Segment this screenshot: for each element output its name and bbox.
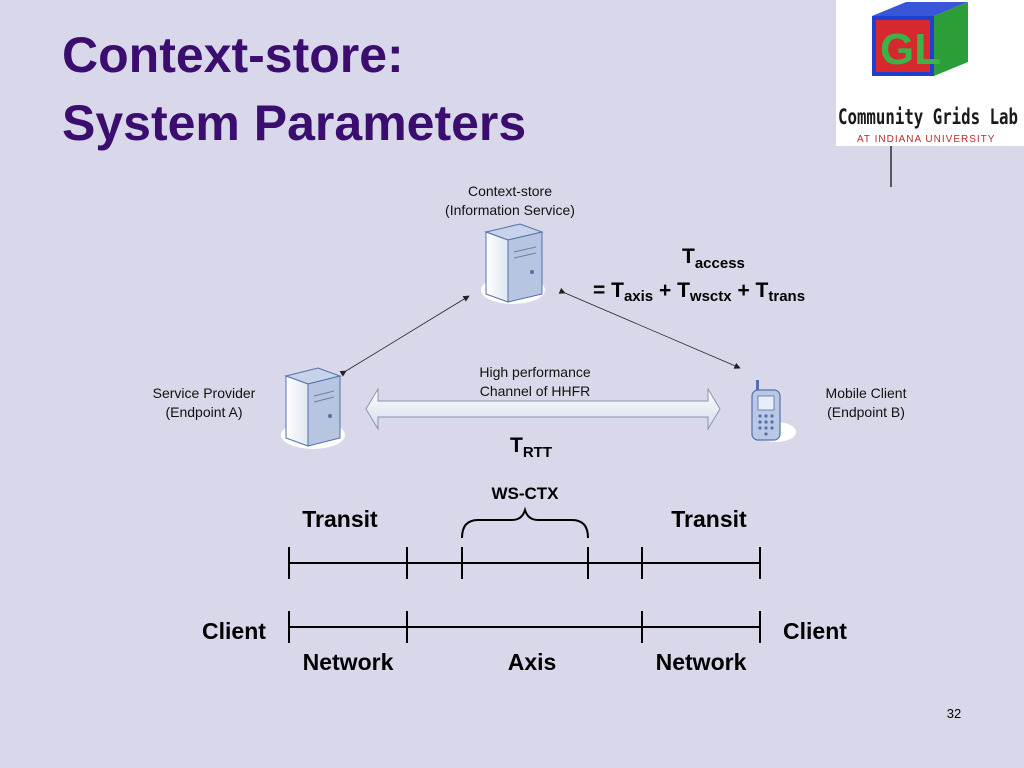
mobile-phone-icon	[751, 380, 796, 442]
t-rtt-label: TRTT	[510, 434, 552, 461]
transit-timeline	[288, 547, 761, 579]
network-left-label: Network	[303, 649, 394, 675]
transit-left-label: Transit	[302, 506, 378, 532]
t-access-label: Taccess	[682, 245, 745, 272]
transit-right-label: Transit	[671, 506, 747, 532]
t-access-formula: = Taxis + Twsctx + Ttrans	[593, 279, 805, 305]
logo-mark: GL	[880, 25, 941, 74]
axis-label: Axis	[508, 649, 557, 675]
context-store-server-icon	[481, 223, 545, 304]
arrow-provider-contextstore	[339, 295, 470, 377]
client-left-label: Client	[202, 618, 266, 644]
context-store-label-line1: Context-store	[468, 183, 552, 199]
ws-ctx-brace	[461, 506, 589, 539]
hhfr-channel-arrow	[365, 387, 721, 431]
service-provider-server-icon	[281, 367, 345, 449]
logo-subtitle: AT INDIANA UNIVERSITY	[857, 134, 995, 145]
service-provider-label-line1: Service Provider	[153, 385, 256, 401]
mobile-client-label-line1: Mobile Client	[826, 385, 907, 401]
arrow-contextstore-mobile	[558, 287, 741, 369]
slide-title-line2: System Parameters	[62, 95, 526, 151]
network-right-label: Network	[656, 649, 747, 675]
channel-label-line2: Channel of HHFR	[480, 383, 591, 399]
mobile-client-label-line2: (Endpoint B)	[827, 404, 905, 420]
ws-ctx-label: WS-CTX	[491, 484, 559, 503]
page-number: 32	[947, 706, 961, 721]
logo-name: Community Grids Lab	[838, 105, 1018, 129]
client-right-label: Client	[783, 618, 847, 644]
channel-label-line1: High performance	[479, 364, 590, 380]
community-grids-lab-logo: GL Community Grids Lab AT INDIANA UNIVER…	[836, 0, 1024, 146]
slide-title-line1: Context-store:	[62, 27, 404, 83]
service-provider-label-line2: (Endpoint A)	[165, 404, 242, 420]
context-store-label-line2: (Information Service)	[445, 202, 575, 218]
network-axis-timeline	[288, 611, 761, 643]
